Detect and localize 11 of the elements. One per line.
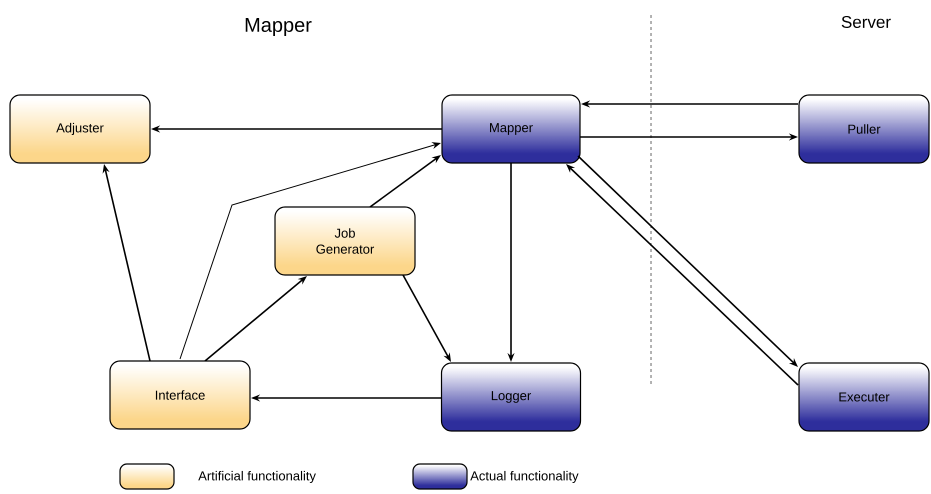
process-box: Adjuster (9, 94, 151, 164)
process-box: Puller (798, 94, 930, 164)
legend-label: Artificial functionality (198, 470, 316, 484)
heading: Server (842, 16, 891, 28)
process-box: Logger (440, 362, 582, 432)
process-box: Executer (798, 362, 930, 432)
process-box: Mapper (441, 94, 581, 164)
process-box: Job Generator (274, 206, 416, 276)
legend-label: Actual functionality (470, 470, 579, 484)
heading: Mapper (246, 18, 312, 36)
process-box: Interface (109, 360, 251, 430)
